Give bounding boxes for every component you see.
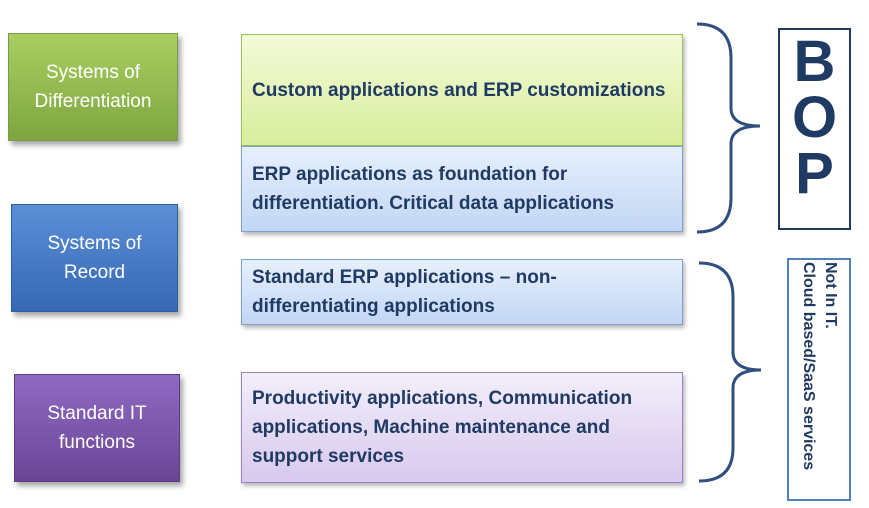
brace-bottom xyxy=(698,261,762,483)
tier-systems-of-record: Systems of Record xyxy=(11,204,178,312)
bop-letter: O xyxy=(791,85,838,150)
box-standard-erp: Standard ERP applications – non-differen… xyxy=(241,259,683,325)
cloud-services-text: Not In IT. Cloud based/SaaS services xyxy=(797,262,841,498)
cloud-line-1: Not In IT. xyxy=(822,261,839,329)
bop-box: B O P xyxy=(778,28,851,230)
brace-top xyxy=(696,22,761,234)
tier-standard-it-functions: Standard IT functions xyxy=(14,374,180,482)
tier-label: Systems of Record xyxy=(47,233,142,283)
cloud-line-2: Cloud based/SaaS services xyxy=(800,261,817,470)
box-text: Standard ERP applications – non-differen… xyxy=(252,267,557,317)
bop-letter: P xyxy=(795,141,834,206)
cloud-services-box: Not In IT. Cloud based/SaaS services xyxy=(787,258,851,501)
box-erp-foundation: ERP applications as foundation for diffe… xyxy=(241,146,683,232)
box-text: ERP applications as foundation for diffe… xyxy=(252,164,615,214)
box-custom-applications: Custom applications and ERP customizatio… xyxy=(241,34,683,146)
box-text: Custom applications and ERP customizatio… xyxy=(252,79,666,101)
tier-systems-of-differentiation: Systems of Differentiation xyxy=(8,33,178,141)
tier-label: Standard IT functions xyxy=(47,403,147,453)
box-text: Productivity applications, Communication… xyxy=(252,388,633,467)
bop-letter: B xyxy=(793,29,836,94)
box-productivity-applications: Productivity applications, Communication… xyxy=(241,372,683,483)
tier-label: Systems of Differentiation xyxy=(34,62,152,112)
